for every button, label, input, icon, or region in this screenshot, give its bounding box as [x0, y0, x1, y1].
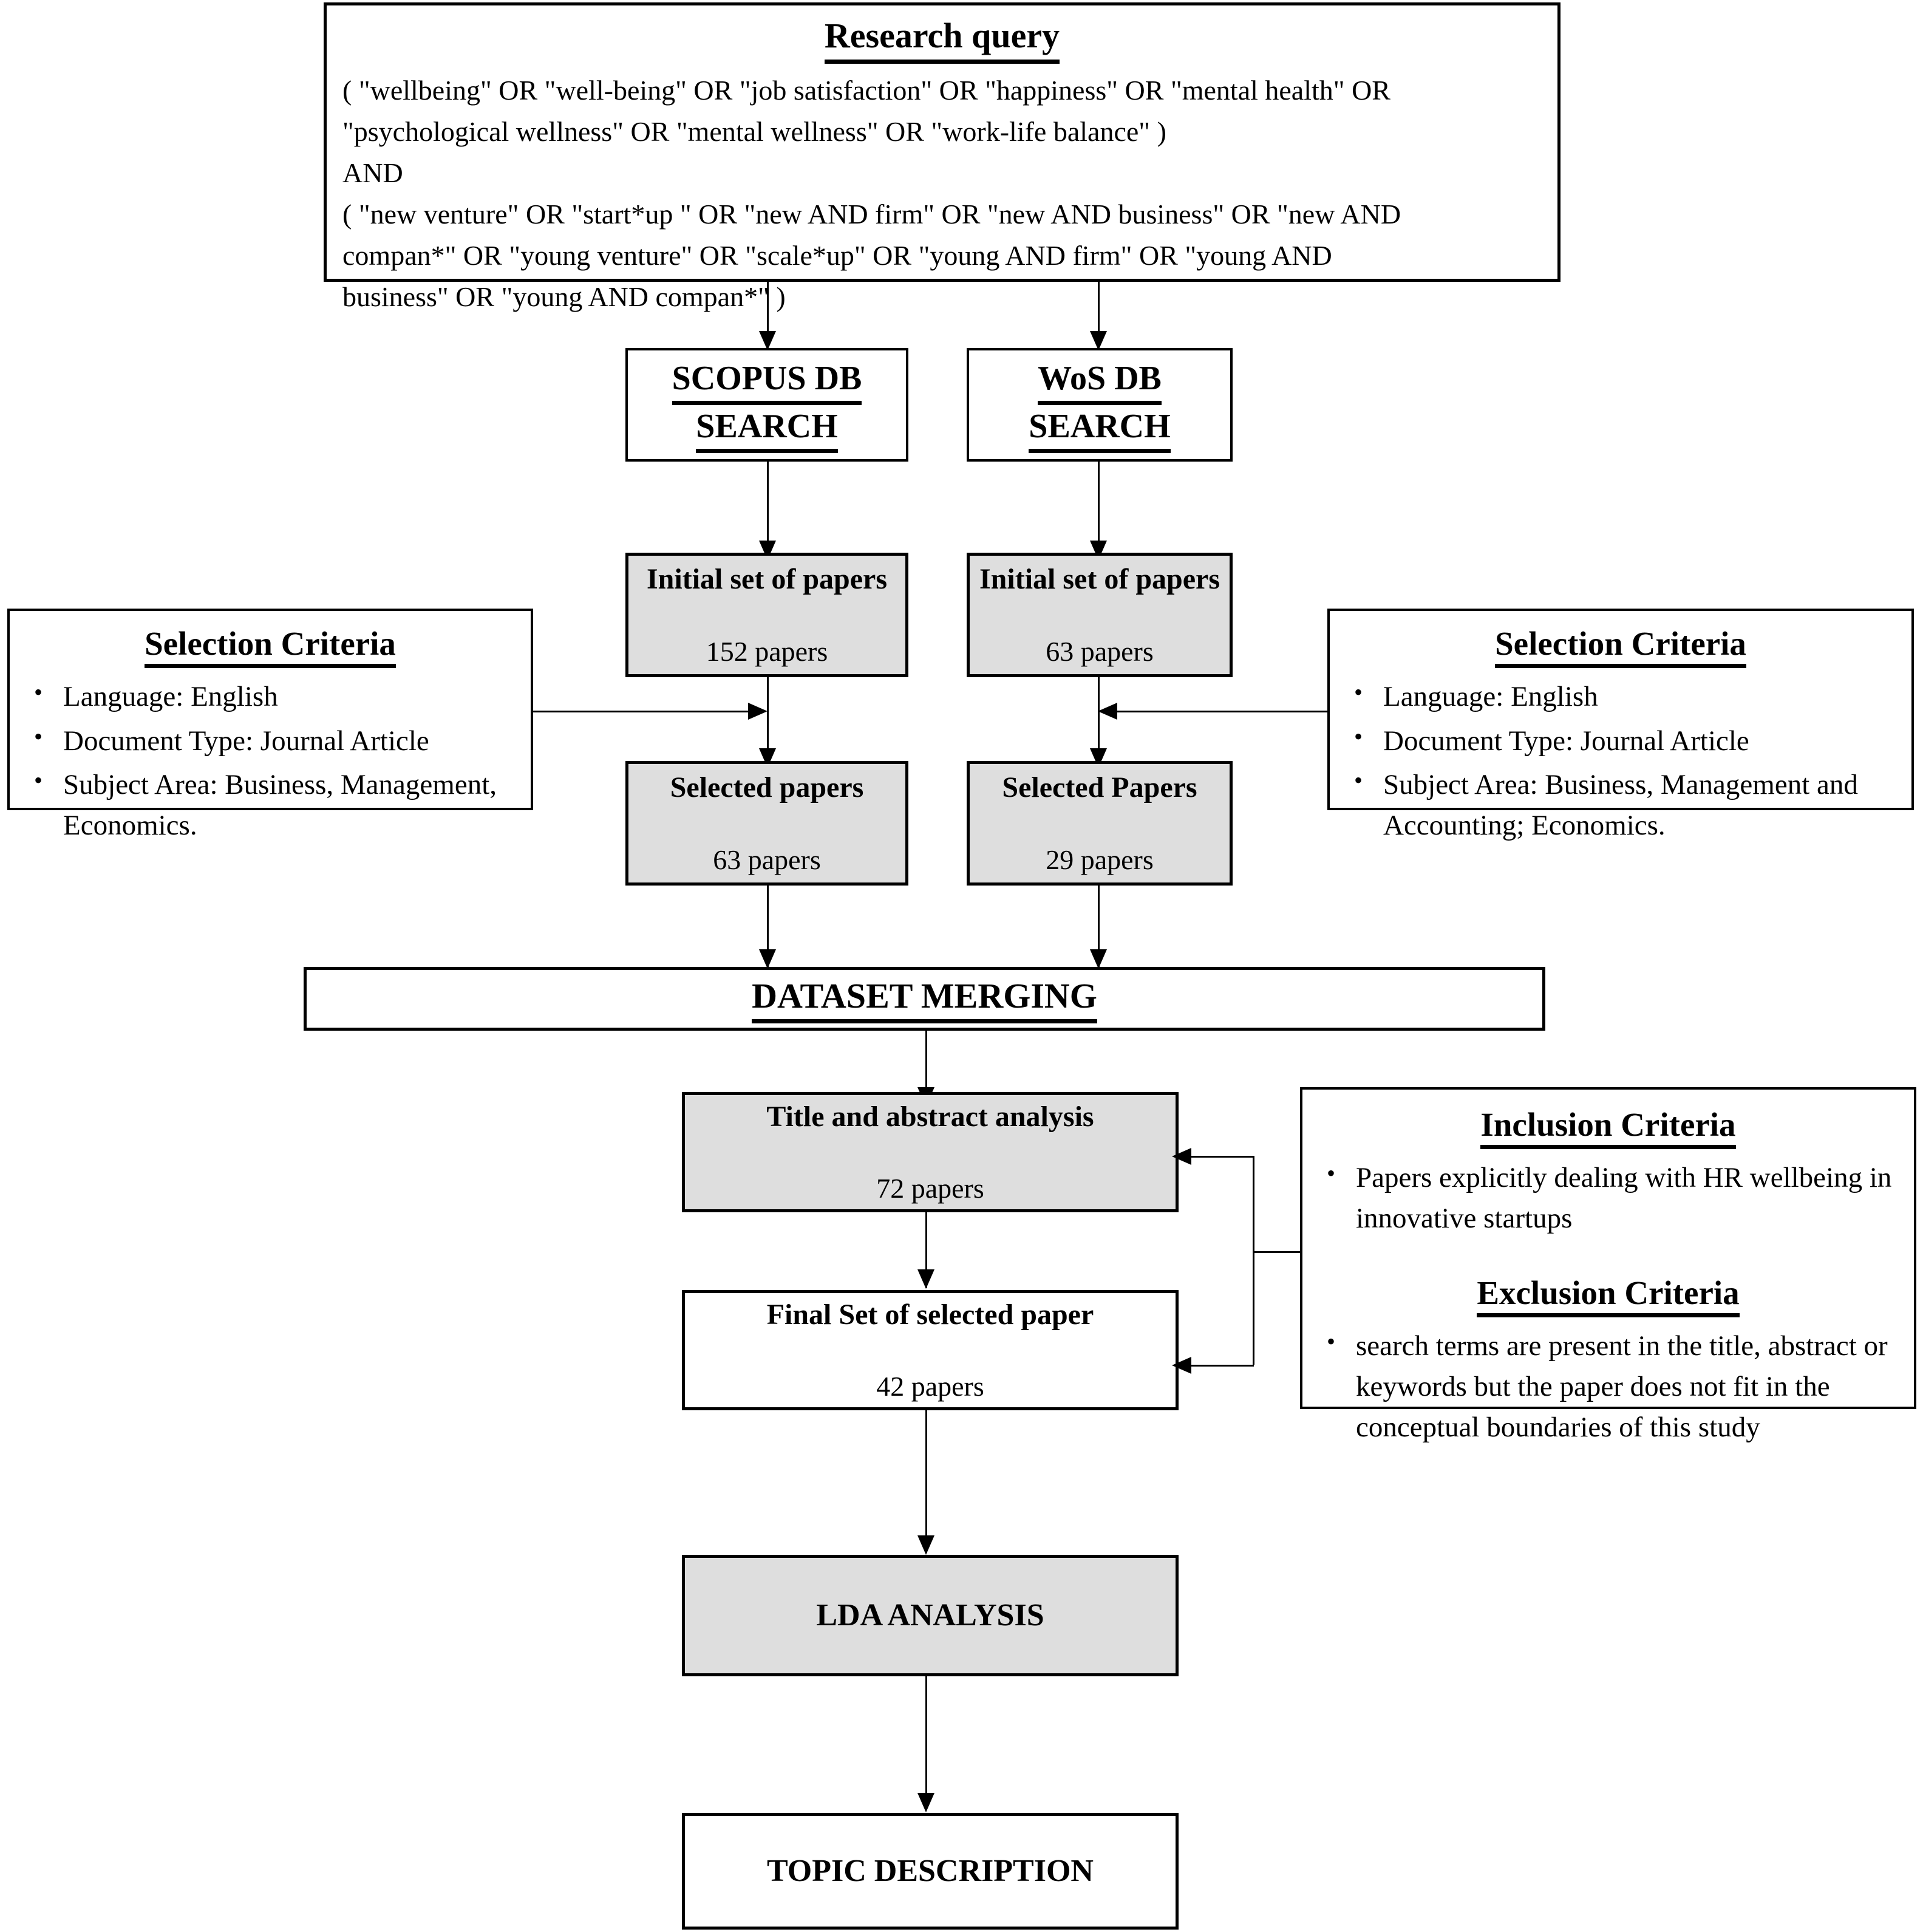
arrowhead-query-to-wos — [1090, 331, 1107, 350]
connector-criteria-trunk — [1253, 1156, 1254, 1365]
spacer — [970, 810, 1230, 839]
final-set-label: Final Set of selected paper — [766, 1299, 1094, 1331]
inclusion-criteria-title: Inclusion Criteria — [1302, 1105, 1914, 1149]
scopus-selected-papers-count: 63 papers — [713, 844, 821, 875]
connector-final-set-to-lda — [925, 1410, 927, 1553]
topic-description-box: TOPIC DESCRIPTION — [682, 1813, 1179, 1930]
scopus-db-search-line-1: SCOPUS DB — [628, 357, 906, 405]
research-query-heading: Research query — [327, 14, 1557, 64]
connector-right-criteria-to-wos — [1117, 711, 1329, 712]
selection-criteria-left-list: Language: English Document Type: Journal… — [10, 675, 531, 850]
wos-db-search-line-1: WoS DB — [969, 357, 1230, 405]
arrowhead-left-criteria — [748, 703, 767, 720]
list-item: Papers explicitly dealing with HR wellbe… — [1327, 1156, 1896, 1238]
arrowhead-lda-to-topic — [917, 1793, 934, 1812]
spacer — [685, 1139, 1176, 1167]
arrowhead-criteria-to-final-set — [1172, 1357, 1191, 1374]
selection-criteria-left-title: Selection Criteria — [10, 624, 531, 668]
list-item: Subject Area: Business, Management, Econ… — [34, 763, 512, 845]
research-query-box: Research query ( "wellbeing" OR "well-be… — [324, 2, 1561, 312]
selection-criteria-left-box: Selection Criteria Language: English Doc… — [7, 609, 533, 841]
research-query-connector: AND — [342, 157, 403, 188]
spacer — [628, 810, 905, 839]
final-set-count: 42 papers — [876, 1371, 984, 1402]
connector-wos-search-to-initial — [1098, 462, 1100, 553]
exclusion-criteria-list: search terms are present in the title, a… — [1302, 1325, 1914, 1451]
scopus-selected-papers-box: Selected papers 63 papers — [625, 761, 908, 886]
scopus-initial-set-box: Initial set of papers 152 papers — [625, 553, 908, 677]
topic-description-label: TOPIC DESCRIPTION — [767, 1853, 1094, 1888]
connector-query-to-wos — [1098, 282, 1100, 345]
scopus-initial-set-count: 152 papers — [706, 636, 828, 667]
wos-selected-papers-box: Selected Papers 29 papers — [967, 761, 1233, 886]
arrowhead-final-set-to-lda — [917, 1535, 934, 1555]
list-item: Document Type: Journal Article — [1354, 720, 1893, 762]
connector-criteria-to-final-set — [1190, 1365, 1254, 1367]
connector-criteria-to-title-abstract — [1190, 1156, 1254, 1158]
research-query-line-3: ( "new venture" OR "start*up " OR "new A… — [342, 198, 1401, 230]
connector-lda-to-topic — [925, 1676, 927, 1810]
list-item: Language: English — [34, 675, 512, 717]
wos-db-search-box: WoS DB SEARCH — [967, 348, 1233, 462]
scopus-selected-papers-label: Selected papers — [670, 771, 864, 804]
selection-criteria-right-list: Language: English Document Type: Journal… — [1330, 675, 1911, 850]
scopus-initial-set-label: Initial set of papers — [647, 563, 887, 595]
wos-initial-set-box: Initial set of papers 63 papers — [967, 553, 1233, 677]
dataset-merging-box: DATASET MERGING — [304, 967, 1545, 1031]
connector-query-to-scopus — [767, 282, 769, 345]
arrowhead-right-criteria — [1098, 703, 1117, 720]
wos-selected-papers-label: Selected Papers — [1002, 771, 1197, 804]
wos-initial-set-count: 63 papers — [1046, 636, 1154, 667]
title-abstract-analysis-count: 72 papers — [876, 1173, 984, 1204]
wos-db-search-line-2: SEARCH — [969, 405, 1230, 453]
list-item: Document Type: Journal Article — [34, 720, 512, 762]
inclusion-criteria-list: Papers explicitly dealing with HR wellbe… — [1302, 1156, 1914, 1242]
connector-left-criteria-to-scopus — [533, 711, 752, 712]
research-query-line-1: ( "wellbeing" OR "well-being" OR "job sa… — [342, 74, 1390, 106]
spacer — [970, 601, 1230, 630]
arrowhead-scopus-selected-to-merging — [759, 949, 776, 969]
lda-analysis-box: LDA ANALYSIS — [682, 1555, 1179, 1676]
connector-criteria-trunk-to-box — [1253, 1251, 1301, 1253]
dataset-merging-label: DATASET MERGING — [307, 974, 1542, 1024]
selection-criteria-right-title: Selection Criteria — [1330, 624, 1911, 668]
arrowhead-criteria-to-title-abstract — [1172, 1148, 1191, 1165]
lda-analysis-label: LDA ANALYSIS — [816, 1597, 1044, 1633]
final-set-box: Final Set of selected paper 42 papers — [682, 1290, 1179, 1410]
research-query-line-2: "psychological wellness" OR "mental well… — [342, 115, 1166, 147]
spacer — [628, 601, 905, 630]
list-item: Subject Area: Business, Management and A… — [1354, 763, 1893, 845]
arrowhead-title-abstract-to-final — [917, 1269, 934, 1289]
title-abstract-analysis-box: Title and abstract analysis 72 papers — [682, 1092, 1179, 1212]
wos-selected-papers-count: 29 papers — [1046, 844, 1154, 875]
research-query-line-5: business" OR "young AND compan*" ) — [342, 281, 786, 312]
connector-scopus-initial-to-selected — [767, 677, 769, 762]
connector-wos-initial-to-selected — [1098, 677, 1100, 762]
title-abstract-analysis-label: Title and abstract analysis — [766, 1101, 1094, 1133]
selection-criteria-right-box: Selection Criteria Language: English Doc… — [1327, 609, 1914, 841]
arrowhead-query-to-scopus — [759, 331, 776, 350]
wos-initial-set-label: Initial set of papers — [979, 563, 1220, 595]
list-item: search terms are present in the title, a… — [1327, 1325, 1896, 1447]
list-item: Language: English — [1354, 675, 1893, 717]
exclusion-criteria-title: Exclusion Criteria — [1302, 1274, 1914, 1318]
arrowhead-wos-selected-to-merging — [1090, 949, 1107, 969]
connector-wos-selected-to-merging — [1098, 886, 1100, 968]
spacer — [685, 1337, 1176, 1365]
connector-scopus-search-to-initial — [767, 462, 769, 553]
research-query-line-4: compan*" OR "young venture" OR "scale*up… — [342, 239, 1332, 271]
scopus-db-search-line-2: SEARCH — [628, 405, 906, 453]
connector-merging-to-title-abstract — [925, 1031, 927, 1107]
connector-title-abstract-to-final — [925, 1212, 927, 1288]
scopus-db-search-box: SCOPUS DB SEARCH — [625, 348, 908, 462]
inclusion-exclusion-criteria-box: Inclusion Criteria Papers explicitly dea… — [1300, 1087, 1916, 1443]
connector-scopus-selected-to-merging — [767, 886, 769, 968]
